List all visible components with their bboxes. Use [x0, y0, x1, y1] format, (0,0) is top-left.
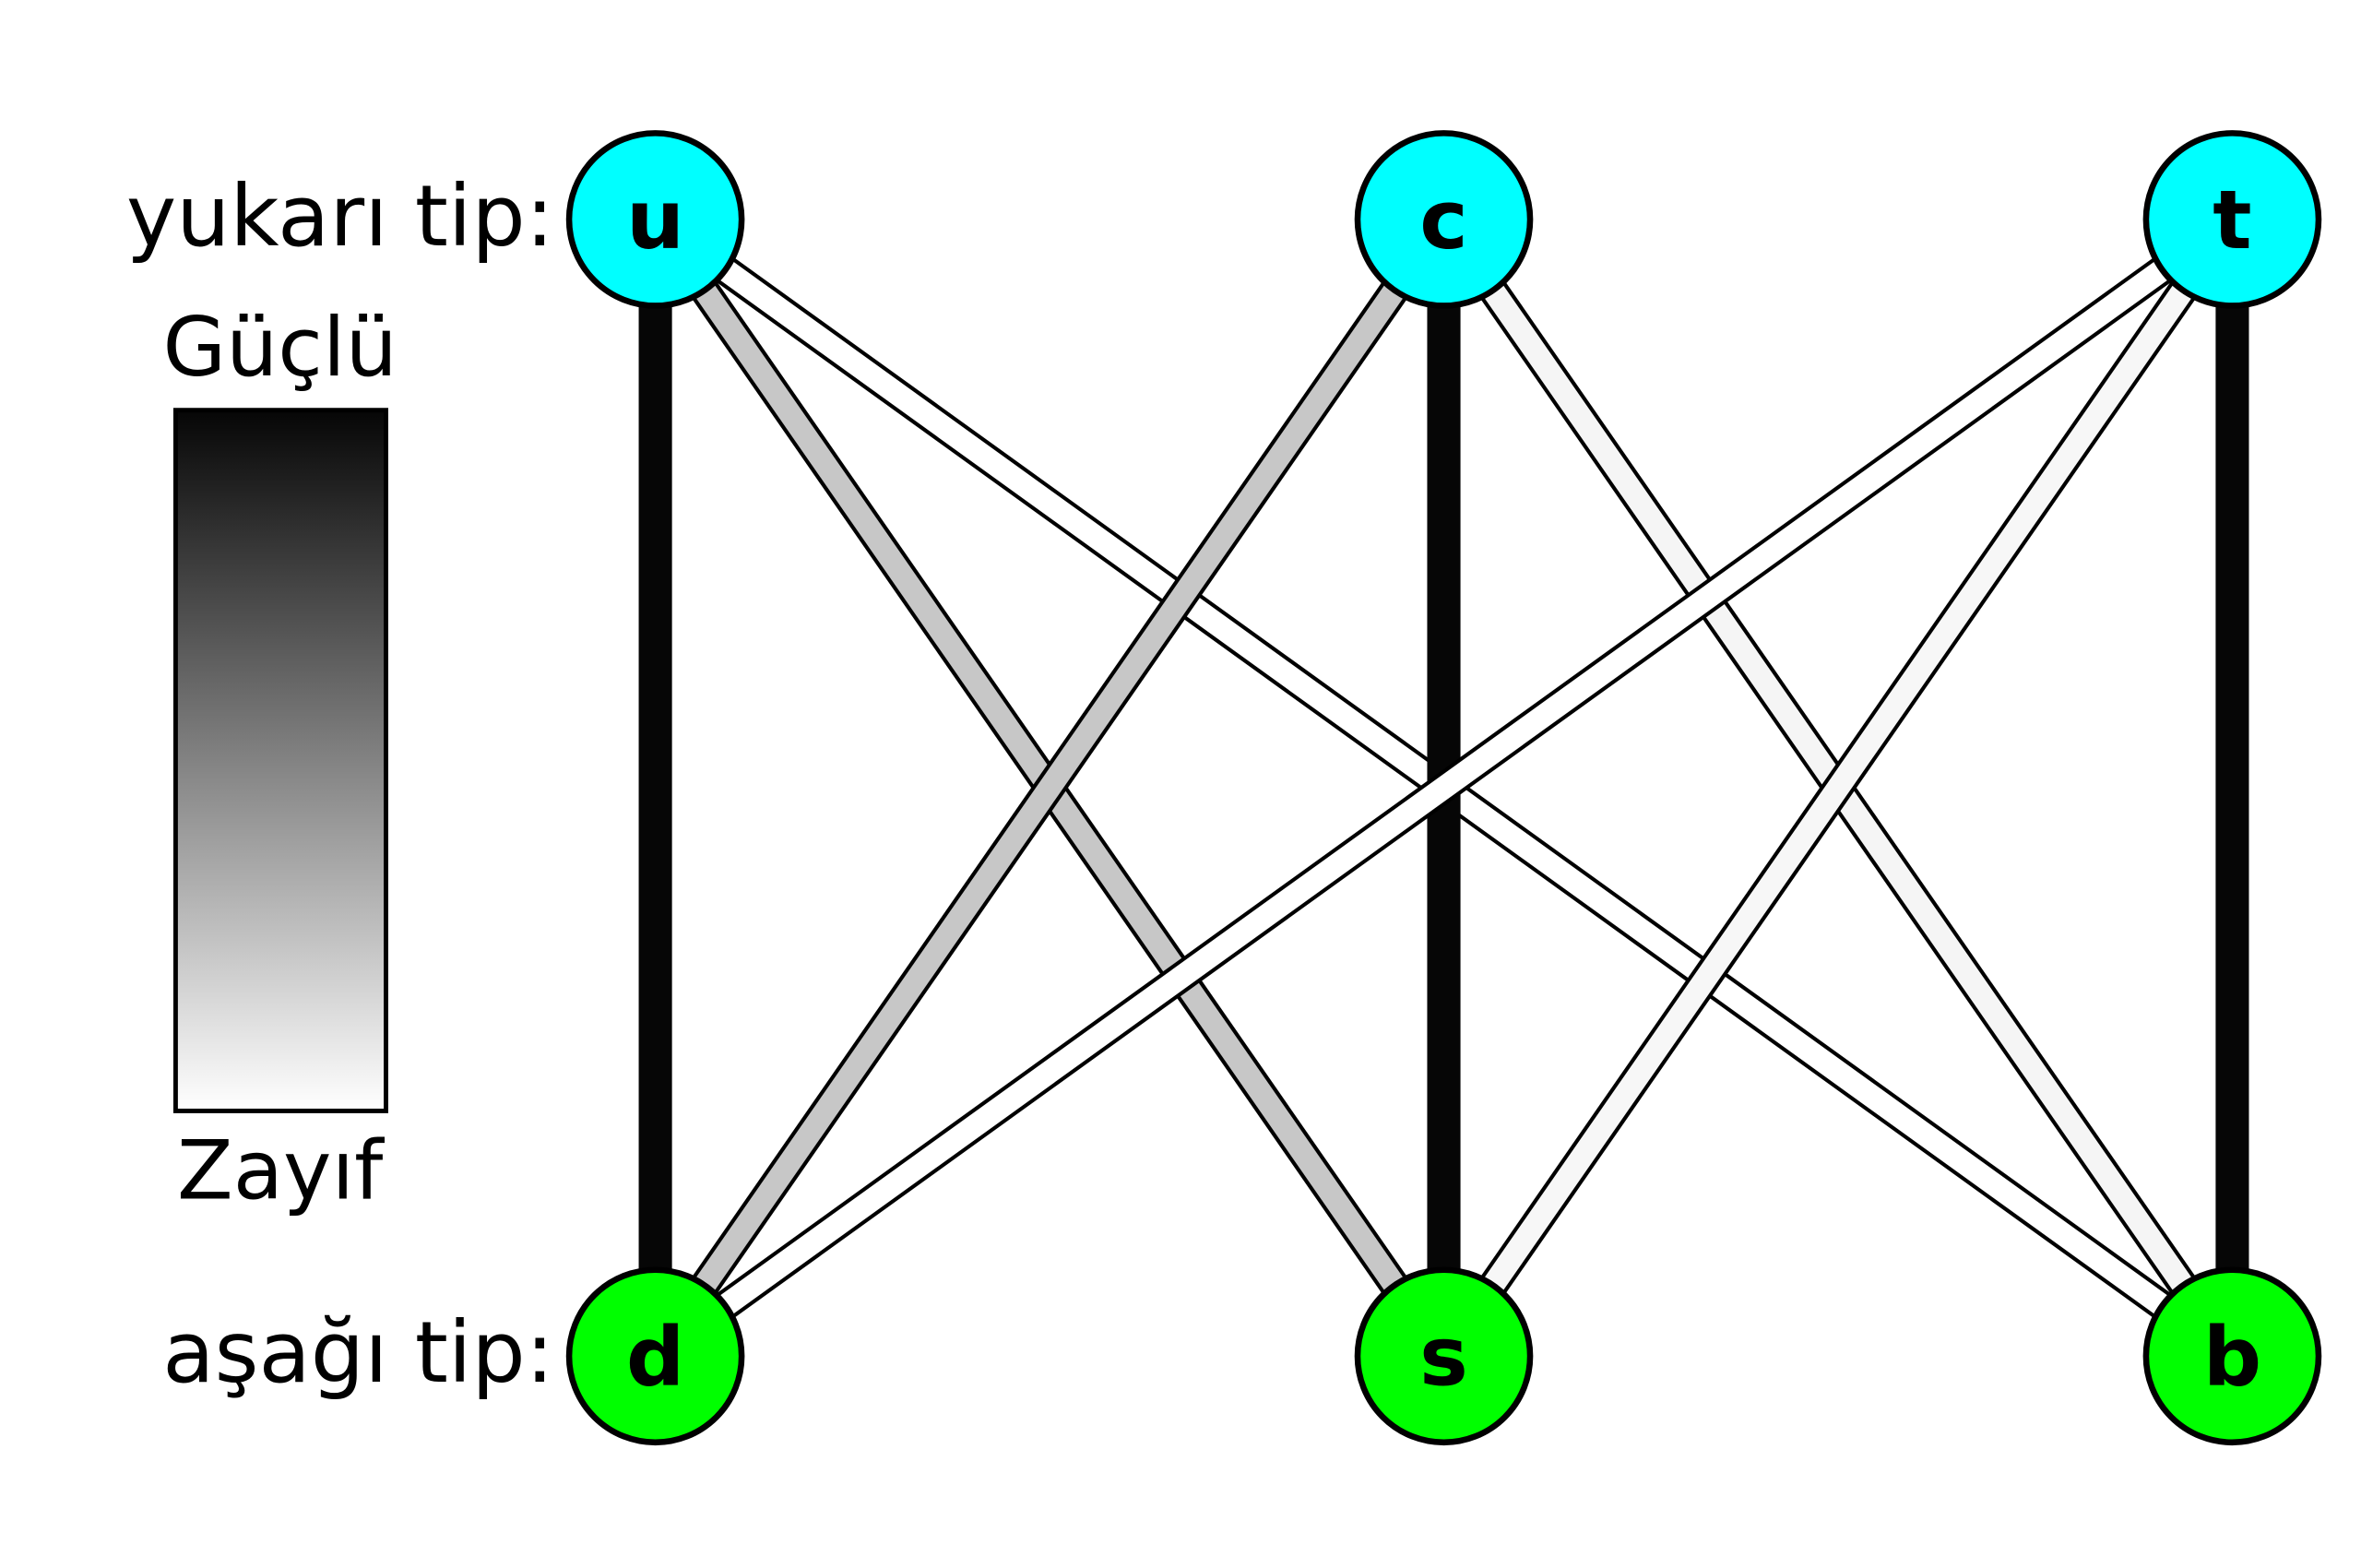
node-label: s	[1419, 1309, 1468, 1404]
edges-layer	[638, 207, 2249, 1369]
node-b: b	[2142, 1266, 2322, 1446]
node-label: b	[2203, 1309, 2261, 1404]
node-circle	[1354, 130, 1534, 309]
node-circle	[2142, 1266, 2322, 1446]
node-circle	[565, 130, 745, 309]
edge-c-d	[643, 210, 1457, 1365]
node-s: s	[1354, 1266, 1534, 1446]
node-label: t	[2213, 172, 2251, 267]
node-circle	[2142, 130, 2322, 309]
node-label: c	[1419, 172, 1468, 267]
node-circle	[565, 1266, 745, 1446]
node-d: d	[565, 1266, 745, 1446]
bottom-row-label: aşağı tip:	[162, 1303, 553, 1402]
edge-fill	[1434, 212, 2242, 1363]
node-t: t	[2142, 130, 2322, 309]
edge-t-s	[1431, 210, 2245, 1365]
node-u: u	[565, 130, 745, 309]
edge-fill	[648, 209, 2239, 1366]
legend-weak-label: Zayıf	[177, 1123, 385, 1218]
node-label: d	[626, 1309, 684, 1404]
node-label: u	[626, 172, 684, 267]
top-row-label: yukarı tip:	[126, 167, 554, 266]
legend-strong-label: Güçlü	[162, 300, 397, 395]
nodes-layer: u c t d s b	[565, 130, 2322, 1446]
edge-fill	[646, 212, 1453, 1363]
edge-t-d	[647, 207, 2242, 1369]
strength-gradient-bar	[172, 408, 388, 1113]
node-c: c	[1354, 130, 1534, 309]
node-circle	[1354, 1266, 1534, 1446]
